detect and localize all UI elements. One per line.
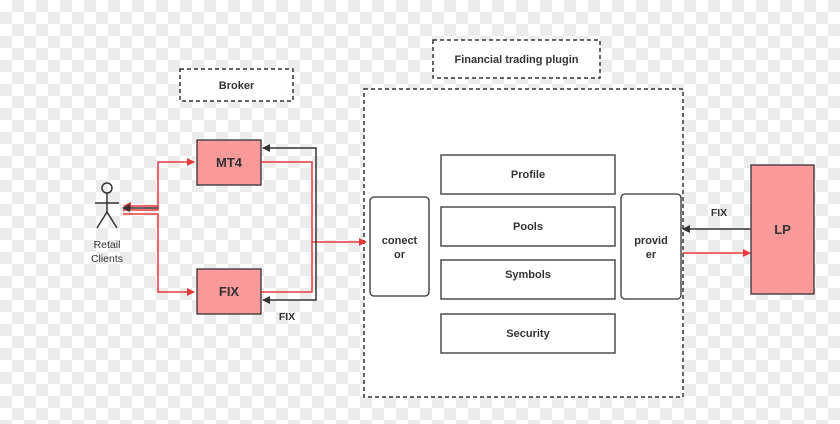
edge-label-fix-bottom: FIX — [279, 311, 295, 323]
module-symbols: Symbols — [440, 259, 616, 300]
fix-node: FIX — [196, 268, 262, 315]
retail-clients-actor-icon — [95, 182, 119, 229]
plugin-title: Financial trading plugin — [454, 54, 578, 66]
provider-label-line1: provid — [634, 235, 668, 247]
broker-title: Broker — [219, 80, 255, 92]
broker-to-client-edges — [122, 202, 158, 212]
provider-lp-edges — [682, 225, 751, 257]
provider-label-line2: er — [646, 249, 657, 261]
connector-label-line1: conect — [382, 235, 418, 247]
mt4-node: MT4 — [196, 139, 262, 186]
module-pools: Pools — [440, 206, 616, 247]
module-profile: Profile — [440, 154, 616, 195]
broker-label-box: Broker — [179, 68, 294, 102]
lp-node: LP — [750, 164, 815, 295]
lp-label: LP — [774, 222, 791, 237]
client-to-broker-edges — [123, 158, 195, 296]
module-label: Profile — [511, 169, 545, 181]
actor-label-line2: Clients — [91, 253, 123, 265]
mt4-label: MT4 — [216, 155, 243, 170]
actor-label-line1: Retail — [94, 239, 121, 251]
edge-label-fix-lp: FIX — [711, 207, 727, 219]
module-label: Pools — [513, 221, 543, 233]
module-security: Security — [440, 313, 616, 354]
provider-node: provid er — [620, 193, 682, 300]
connector-node: conect or — [369, 196, 430, 297]
fix-label: FIX — [219, 284, 240, 299]
broker-to-connector-edges — [261, 161, 367, 293]
plugin-label-box: Financial trading plugin — [432, 39, 601, 79]
connector-to-broker-edges — [262, 144, 317, 304]
module-label: Symbols — [505, 269, 551, 281]
connector-label-line2: or — [394, 249, 406, 261]
module-label: Security — [506, 328, 550, 340]
